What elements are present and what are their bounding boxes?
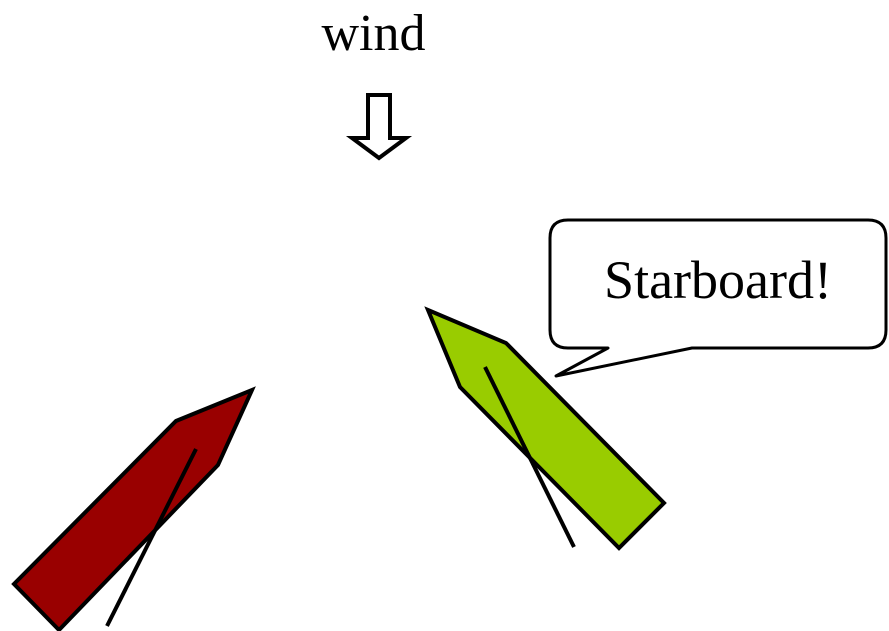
speech-bubble — [548, 218, 888, 378]
callout-text: Starboard! — [604, 250, 832, 310]
red-boat-hull — [11, 386, 256, 631]
green-boat-boom — [483, 366, 576, 548]
red-boat-boom — [105, 448, 198, 627]
down-arrow-icon — [345, 93, 413, 161]
wind-label: wind — [321, 5, 426, 62]
